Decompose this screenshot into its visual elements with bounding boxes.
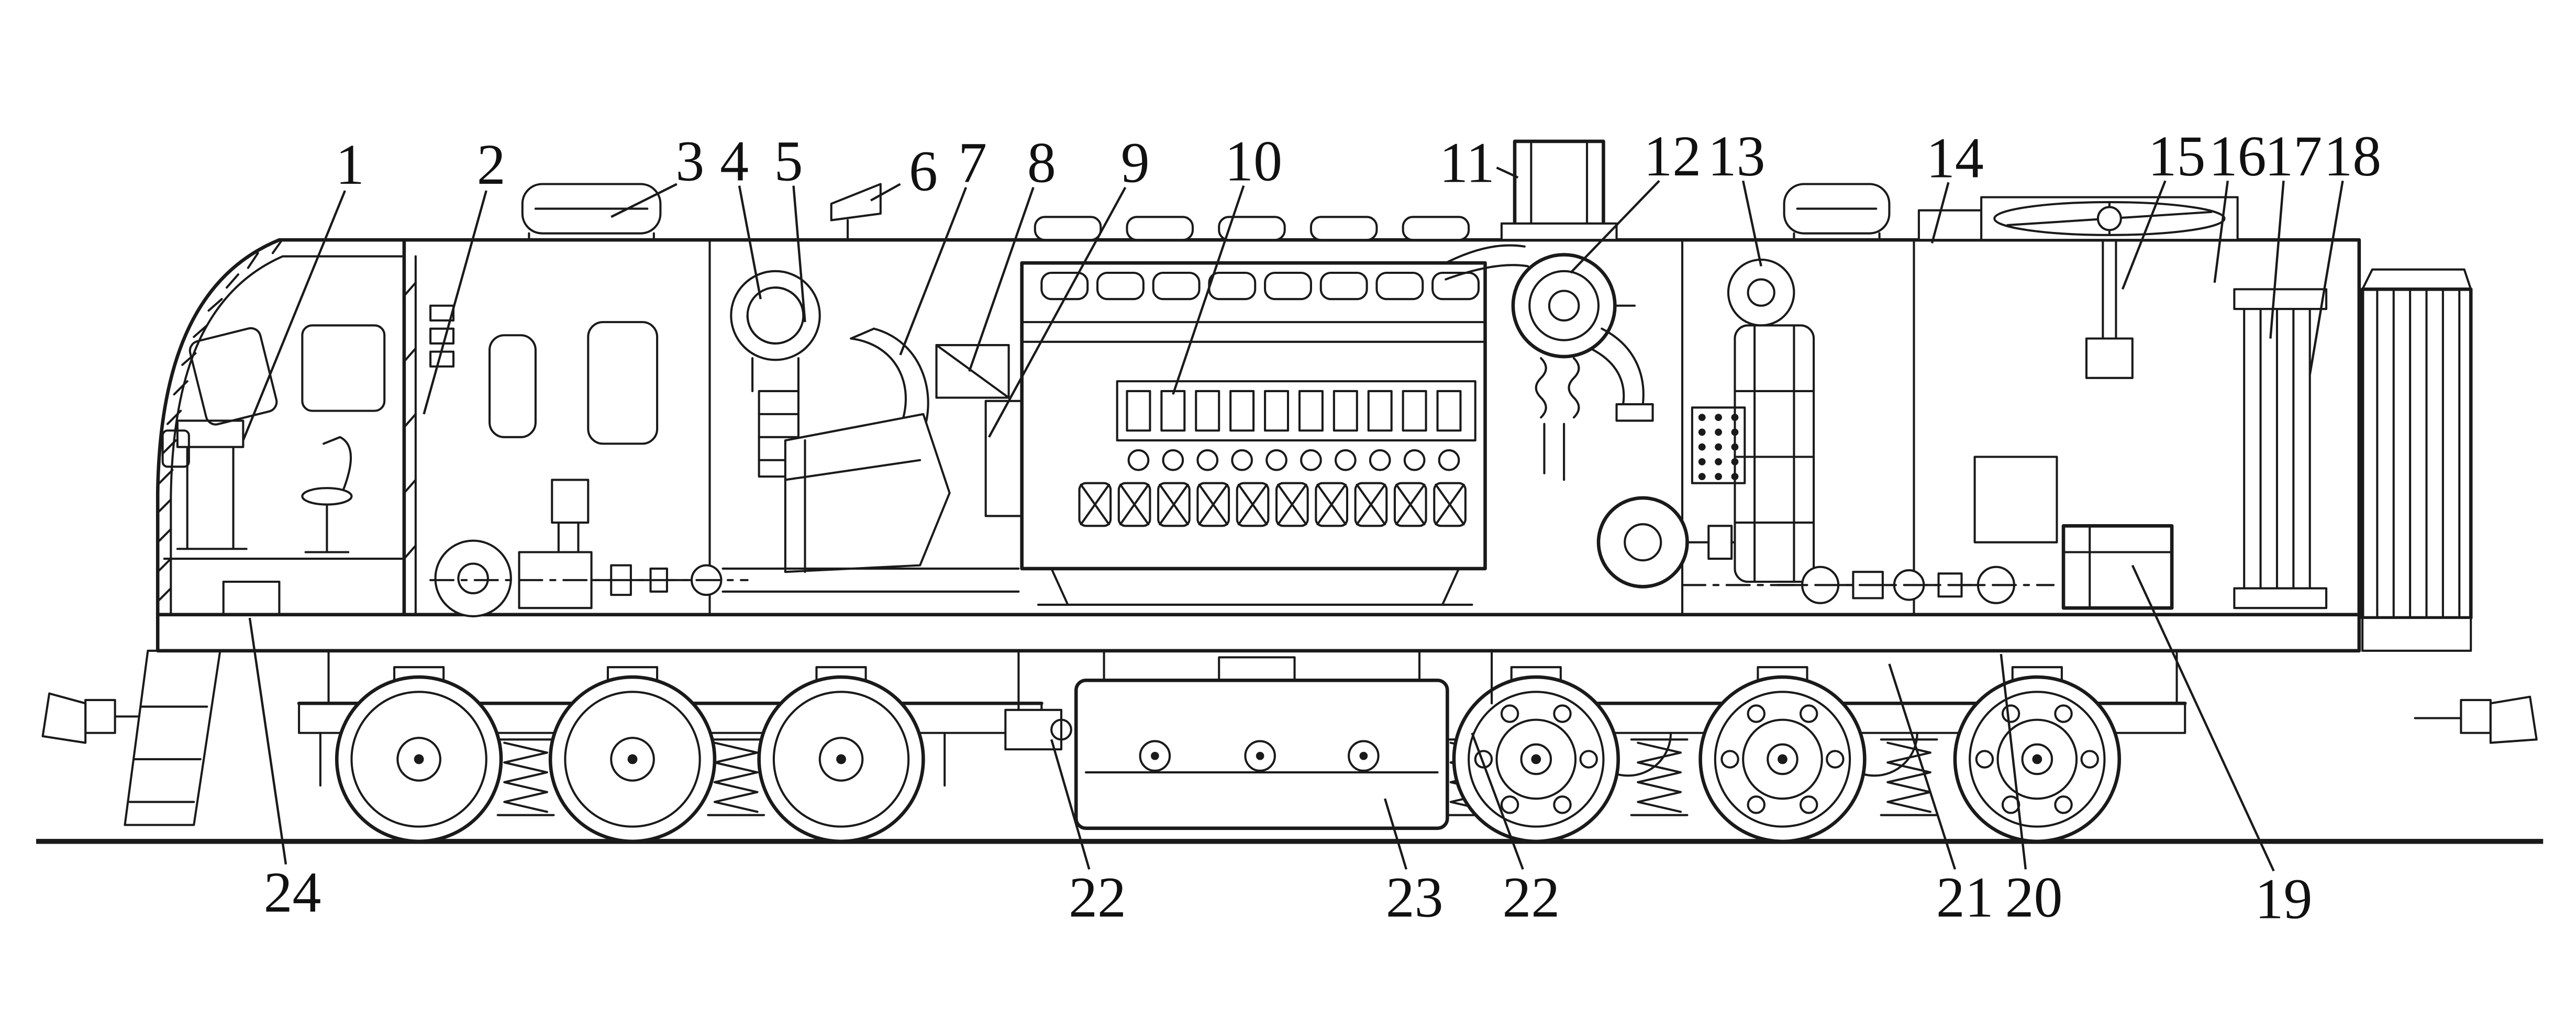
leader-line-4	[738, 185, 762, 300]
part-label-21: 21	[1936, 866, 1994, 929]
leader-line-23	[1384, 798, 1408, 870]
leader-line-14	[1930, 182, 1950, 244]
leader-line-11	[1496, 167, 1519, 179]
part-label-4: 4	[720, 129, 749, 193]
part-label-9: 9	[1121, 131, 1150, 195]
wheel	[337, 677, 501, 841]
leader-line-15	[2121, 180, 2167, 290]
cab-interior	[161, 324, 405, 616]
wheel-geared	[1701, 677, 1865, 841]
control-desk	[176, 419, 245, 448]
front-coupler	[41, 692, 159, 744]
coil-spring	[498, 739, 554, 815]
right-bogie	[1444, 667, 2187, 841]
rear-shutter-block	[2360, 268, 2473, 652]
auxiliary-generator	[434, 539, 512, 617]
air-system-compartment	[721, 270, 1023, 593]
leader-line-6	[870, 183, 901, 202]
leader-line-20	[2000, 653, 2027, 870]
roof-equipment	[521, 139, 2239, 240]
cab-side-window	[301, 324, 386, 412]
wheel-geared	[1454, 677, 1618, 841]
coil-spring	[1631, 739, 1687, 815]
wheel-geared	[1955, 677, 2119, 841]
part-label-16: 16	[2209, 124, 2267, 188]
water-tank	[1734, 324, 1815, 583]
part-label-18: 18	[2324, 124, 2381, 188]
leader-line-17	[2269, 181, 2285, 339]
intake-duct	[784, 413, 951, 573]
left-bogie	[297, 667, 1043, 841]
leader-line-22b	[1471, 732, 1524, 870]
part-label-13: 13	[1708, 124, 1766, 188]
leader-line-5	[792, 185, 806, 323]
part-label-22a: 22	[1069, 866, 1126, 929]
exhaust-stack	[1513, 139, 1605, 239]
main-frame-deck	[156, 613, 2361, 653]
windshield	[188, 327, 278, 426]
part-label-3: 3	[675, 129, 704, 193]
leader-line-19	[2131, 564, 2275, 872]
turbo-generator-group	[1511, 253, 1771, 589]
part-label-10: 10	[1225, 129, 1282, 193]
radiator-sections	[2243, 307, 2311, 590]
part-label-19: 19	[2255, 867, 2313, 931]
leader-line-12	[1570, 180, 1660, 274]
blower-fan	[730, 270, 821, 361]
part-label-6: 6	[909, 139, 938, 203]
coil-spring	[708, 739, 764, 815]
part-label-12: 12	[1644, 124, 1701, 188]
leader-line-22a	[1050, 739, 1091, 870]
leader-line-3	[610, 183, 678, 218]
auxiliary-compartment	[1681, 258, 2055, 604]
louver-panel	[1691, 406, 1746, 484]
diesel-engine	[1020, 244, 1529, 606]
leader-line-21	[1888, 663, 1957, 870]
part-label-14: 14	[1926, 126, 1984, 190]
wheel	[759, 677, 924, 841]
leader-line-8	[968, 187, 1035, 372]
leader-line-13	[1742, 180, 1762, 267]
expansion-tank	[1727, 258, 1795, 327]
leader-line-7	[899, 186, 968, 356]
part-label-5: 5	[774, 129, 803, 193]
front-pilot-steps	[124, 649, 221, 826]
part-label-2: 2	[477, 132, 506, 196]
leader-line-24	[248, 617, 287, 865]
air-horn	[830, 183, 882, 221]
leader-line-2	[423, 190, 487, 415]
rear-coupler	[2414, 695, 2538, 744]
part-label-8: 8	[1027, 131, 1056, 195]
underframe-equipment	[327, 649, 2178, 751]
compartment-window	[488, 334, 537, 438]
part-label-1: 1	[336, 132, 364, 196]
wheel	[550, 677, 715, 841]
main-generator	[1596, 496, 1689, 589]
part-label-15: 15	[2148, 124, 2206, 188]
cooling-window	[1973, 456, 2058, 544]
leader-line-16	[2213, 180, 2229, 283]
part-label-20: 20	[2005, 866, 2063, 929]
electrical-compartment	[429, 304, 749, 617]
part-label-23: 23	[1386, 866, 1444, 929]
leader-line-18	[2308, 180, 2344, 375]
leader-line-10	[1172, 185, 1245, 395]
fuel-tank	[1074, 649, 1449, 830]
part-label-11: 11	[1439, 131, 1495, 195]
fan-gearbox	[2085, 337, 2134, 379]
part-label-22b: 22	[1502, 866, 1560, 929]
part-label-24: 24	[264, 860, 321, 924]
part-label-7: 7	[958, 131, 987, 195]
coil-spring	[1881, 739, 1937, 815]
rear-equipment-box	[2061, 524, 2174, 610]
leader-line-9	[988, 186, 1127, 438]
compartment-door	[587, 321, 659, 445]
cooling-compartment	[1973, 239, 2328, 610]
leader-line-1	[242, 190, 346, 441]
part-label-17: 17	[2264, 124, 2322, 188]
